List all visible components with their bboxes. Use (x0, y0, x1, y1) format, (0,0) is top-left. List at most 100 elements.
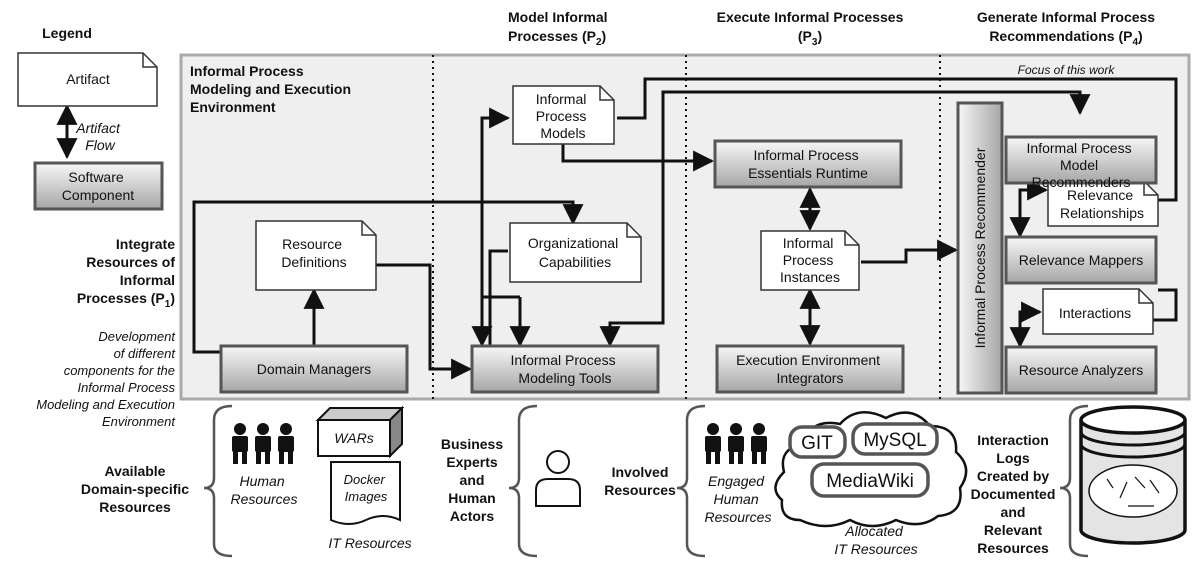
svg-text:Informal Process Model: Informal Process Model Recommenders (1027, 140, 1136, 190)
svg-text:components for the: components for the (64, 363, 175, 378)
svg-text:GIT: GIT (801, 433, 833, 454)
svg-text:Logs: Logs (996, 450, 1030, 466)
artifact-resource-definitions: Resource Definitions (255, 220, 377, 291)
involved-resources-label: Involved Resources (604, 464, 676, 498)
human-resources-label: Human Resources (231, 473, 298, 507)
component-modeling-tools: Informal Process Modeling Tools (470, 344, 660, 394)
component-execution-environment-integrators: Execution Environment Integrators (715, 344, 905, 394)
legend-flow-label: Artifact Flow (75, 120, 123, 153)
svg-text:Informal Process: Informal Process (77, 380, 175, 395)
svg-text:Resources of: Resources of (86, 254, 175, 270)
phase-p2-label: Model Informal Processes (P2) (508, 9, 608, 48)
svg-text:Generate Informal Process: Generate Informal Process (977, 9, 1155, 25)
legend-title: Legend (42, 25, 92, 41)
svg-text:and: and (460, 472, 485, 488)
svg-text:Artifact: Artifact (66, 71, 110, 87)
artifact-organizational-capabilities: Organizational Capabilities (509, 222, 642, 283)
svg-text:Execute Informal Processes: Execute Informal Processes (717, 9, 904, 25)
phase-p1-label: Integrate Resources of Informal Processe… (77, 236, 176, 310)
svg-text:Informal Process I: Informal Process Instances (780, 235, 840, 285)
svg-text:Human: Human (448, 490, 495, 506)
svg-text:Resources: Resources (977, 540, 1049, 556)
artifact-informal-process-instances: Informal Process Instances (760, 230, 860, 291)
svg-text:Informal Process Recommender: Informal Process Recommender (972, 147, 988, 348)
svg-text:Interaction: Interaction (977, 432, 1049, 448)
environment-title: Informal Process Modeling and Execution … (190, 63, 351, 115)
artifact-interactions: Interactions (1042, 288, 1154, 335)
svg-text:Resources: Resources (604, 482, 676, 498)
svg-text:Relevant: Relevant (984, 522, 1043, 538)
svg-text:Business: Business (441, 436, 503, 452)
svg-text:Informal: Informal (120, 272, 175, 288)
svg-text:Domain Managers: Domain Managers (257, 361, 371, 377)
human-resources-icon (232, 423, 294, 464)
svg-text:Created by: Created by (977, 468, 1050, 484)
component-essentials-runtime: Informal Process Essentials Runtime (713, 139, 903, 189)
svg-text:Environment: Environment (190, 99, 276, 115)
svg-text:Experts: Experts (446, 454, 498, 470)
business-experts-label: Business Experts and Human Actors (441, 436, 503, 524)
engaged-human-resources-icon (705, 423, 767, 464)
component-resource-analyzers: Resource Analyzers (1004, 345, 1158, 395)
svg-text:Recommendations (P4): Recommendations (P4) (989, 28, 1142, 48)
svg-text:Organizational Capabilit: Organizational Capabilities (528, 235, 622, 270)
phase-p1-description: Development of different components for … (36, 329, 176, 429)
svg-text:Development: Development (98, 329, 176, 344)
bottom-available-label: Available Domain-specific Resources (81, 463, 189, 515)
it-resources-label: IT Resources (328, 535, 411, 551)
docker-images-icon: Docker Images (330, 461, 401, 525)
svg-text:of different: of different (114, 346, 177, 361)
connections (56, 77, 1178, 380)
allocated-it-resources-label: Allocated IT Resources (834, 523, 917, 557)
svg-text:Software Component: Software Component (62, 169, 134, 203)
component-relevance-mappers: Relevance Mappers (1004, 235, 1158, 285)
svg-text:WARs: WARs (334, 430, 373, 446)
svg-text:Processes (P1): Processes (P1) (77, 290, 175, 310)
svg-text:Documented: Documented (971, 486, 1056, 502)
legend-software-component: Software Component (33, 161, 164, 211)
svg-text:Execution Environment In: Execution Environment Integrators (736, 352, 884, 386)
braces (203, 404, 1089, 558)
svg-text:Modeling and Execution: Modeling and Execution (36, 397, 175, 412)
svg-text:Environment: Environment (102, 414, 176, 429)
svg-text:Involved: Involved (612, 464, 669, 480)
artifact-relevance-relationships: Relevance Relationships (1047, 180, 1159, 227)
svg-text:Model Informal: Model Informal (508, 9, 608, 25)
interaction-logs-label: Interaction Logs Created by Documented a… (971, 432, 1056, 556)
svg-text:Resource Analyzers: Resource Analyzers (1019, 362, 1144, 378)
svg-text:Docker Images: Docker Images (344, 472, 389, 504)
svg-text:Relevance Mappers: Relevance Mappers (1019, 252, 1144, 268)
svg-text:Actors: Actors (450, 508, 495, 524)
svg-text:Relevance Relationships: Relevance Relationships (1060, 187, 1144, 221)
legend-artifact: Artifact (17, 52, 158, 107)
focus-label: Focus of this work (1018, 63, 1116, 77)
svg-text:Informal Process Modelin: Informal Process Modeling Tools (511, 352, 620, 386)
svg-text:Resources: Resources (99, 499, 171, 515)
svg-text:Integrate: Integrate (116, 236, 175, 252)
component-informal-process-recommender: Informal Process Recommender (956, 101, 1004, 395)
svg-text:Informal Process M: Informal Process Models (536, 91, 590, 141)
svg-text:Informal Process Essenti: Informal Process Essentials Runtime (748, 147, 868, 181)
wars-box-icon: WARs (315, 405, 405, 459)
component-model-recommenders: Informal Process Model Recommenders (1004, 135, 1158, 190)
person-icon (535, 450, 581, 507)
svg-text:Modeling and Execution: Modeling and Execution (190, 81, 351, 97)
svg-text:Domain-specific: Domain-specific (81, 481, 189, 497)
artifact-informal-process-models: Informal Process Models (512, 85, 615, 145)
component-domain-managers: Domain Managers (219, 344, 409, 394)
phase-p3-label: Execute Informal Processes (P3) (717, 9, 904, 48)
svg-text:Interactions: Interactions (1059, 305, 1131, 321)
svg-text:Resource Definitions: Resource Definitions (281, 236, 346, 270)
cloud-icon: GIT MySQL MediaWiki (774, 411, 968, 528)
engaged-human-resources-label: Engaged Human Resources (705, 473, 772, 525)
svg-text:MediaWiki: MediaWiki (826, 471, 914, 492)
svg-text:Informal Process: Informal Process (190, 63, 304, 79)
database-icon (1079, 405, 1187, 545)
svg-text:(P3): (P3) (798, 28, 822, 48)
svg-text:Processes (P2): Processes (P2) (508, 28, 606, 48)
phase-p4-label: Generate Informal Process Recommendation… (977, 9, 1155, 48)
svg-text:MySQL: MySQL (863, 430, 926, 451)
svg-text:Available: Available (105, 463, 166, 479)
svg-text:and: and (1001, 504, 1026, 520)
